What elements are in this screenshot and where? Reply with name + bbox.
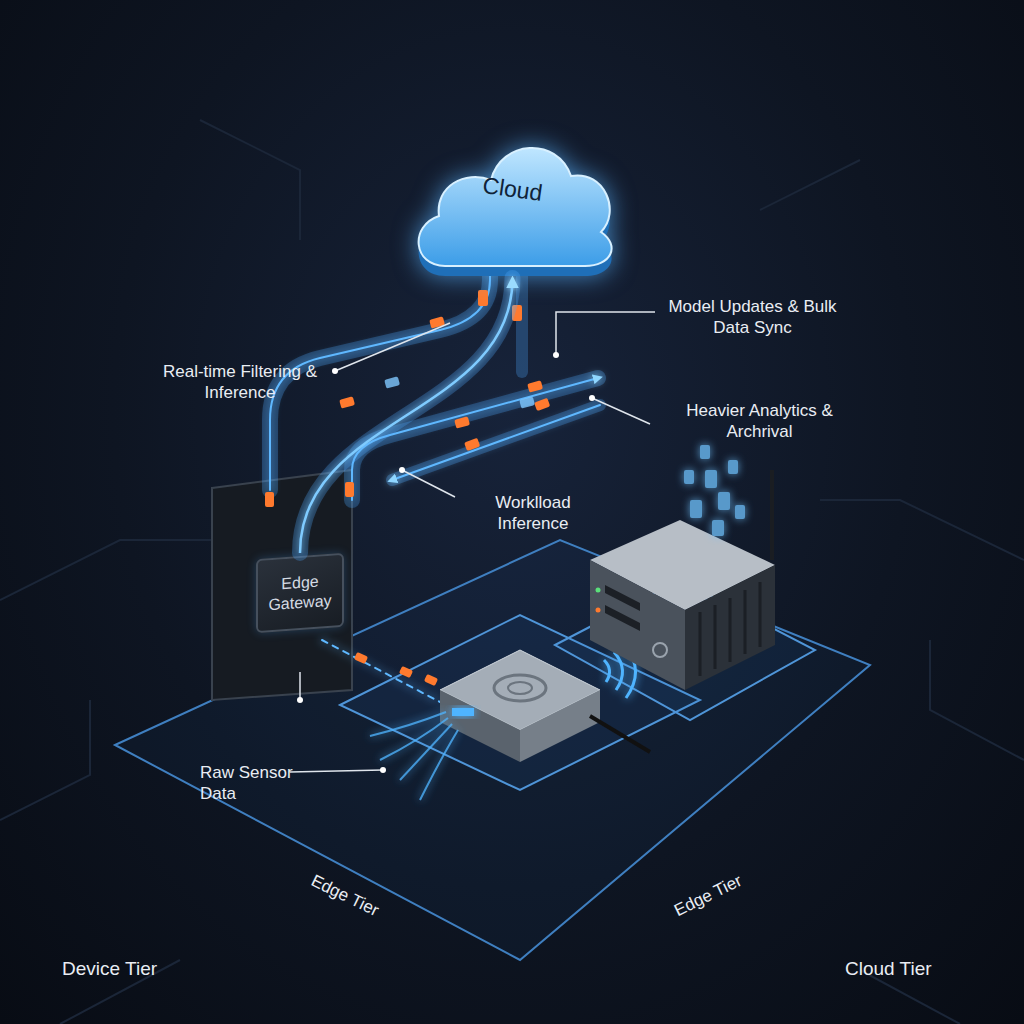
- node-label: Edge Gateway: [258, 570, 342, 616]
- leader-lines: [290, 312, 655, 772]
- callout-label: Worklload Inference: [458, 492, 608, 534]
- gateway-panel: [212, 470, 352, 700]
- callout-label: Cloud Tier: [845, 958, 995, 979]
- edge-glow: [300, 278, 513, 553]
- cloud-outline: [419, 148, 612, 266]
- cloud-node: Cloud: [405, 118, 620, 278]
- sensor-device: [370, 644, 650, 800]
- callout-label: Raw Sensor Data: [200, 762, 310, 804]
- callout-label: Device Tier: [62, 958, 222, 979]
- data-pipes: [270, 248, 600, 702]
- node-text-wrap: Edge Gateway: [258, 570, 342, 616]
- circuit-traces: [0, 120, 1024, 1024]
- callout-label: Edge Tier: [286, 860, 403, 931]
- callout-label: Heavier Analytics & Archrival: [652, 400, 867, 442]
- edge-server: [590, 470, 775, 690]
- gateway-box: Edge Gateway: [256, 553, 344, 633]
- callout-label: Edge Tier: [649, 860, 766, 931]
- data-stream: [684, 445, 745, 536]
- callout-label: Model Updates & Bulk Data Sync: [660, 296, 845, 338]
- callout-label: Real-time Filtering & Inference: [140, 361, 340, 403]
- data-pipe-connector: [300, 278, 513, 553]
